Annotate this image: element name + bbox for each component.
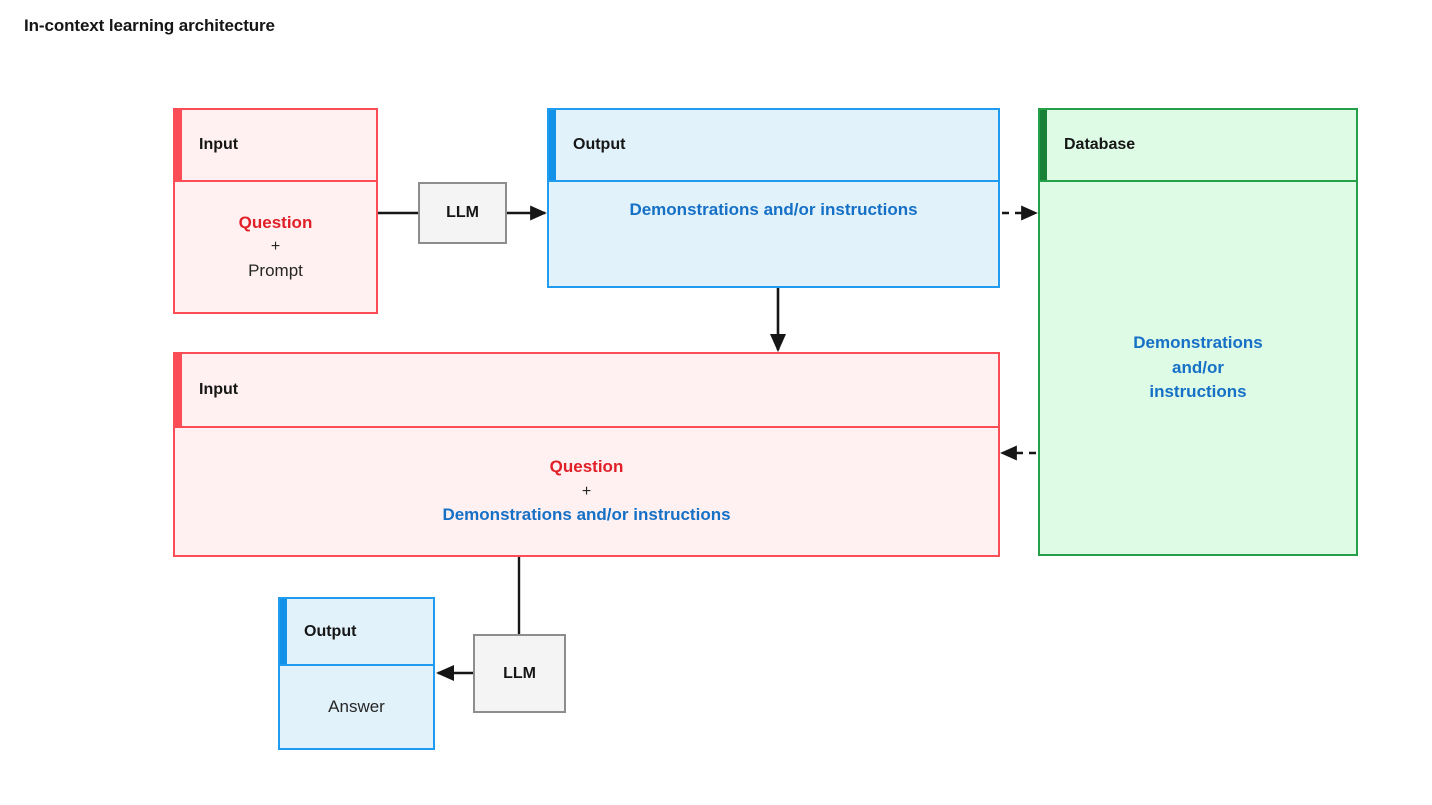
page-title: In-context learning architecture: [24, 16, 275, 35]
node-llm-top: LLM: [418, 182, 507, 244]
red-accent-bar: [175, 110, 182, 180]
node-input-top-body: Question + Prompt: [175, 182, 376, 312]
node-output-top-title: Output: [573, 136, 626, 153]
node-database-title: Database: [1064, 136, 1136, 153]
input-bottom-line-plus: +: [581, 482, 592, 500]
node-output-bottom-header: Output: [280, 599, 433, 666]
node-output-bottom-title: Output: [304, 622, 357, 640]
database-line-2: and/or: [1172, 357, 1224, 377]
node-input-bottom-header: Input: [175, 354, 998, 428]
input-bottom-line-demos: Demonstrations and/or instructions: [442, 505, 731, 525]
blue-accent-bar: [549, 110, 556, 180]
blue-accent-bar: [280, 599, 287, 664]
red-accent-bar: [175, 354, 182, 426]
node-output-top-header: Output: [549, 110, 998, 182]
database-line-3: instructions: [1149, 382, 1247, 402]
node-input-bottom: Input Question + Demonstrations and/or i…: [173, 352, 1000, 557]
node-input-top-header: Input: [175, 110, 376, 182]
node-output-top-body: Demonstrations and/or instructions: [549, 182, 998, 286]
output-top-line-demos: Demonstrations and/or instructions: [629, 200, 918, 219]
node-database-header: Database: [1040, 110, 1356, 182]
node-llm-top-label: LLM: [446, 204, 479, 221]
node-database: Database Demonstrations and/or instructi…: [1038, 108, 1358, 556]
node-input-bottom-title: Input: [199, 381, 239, 398]
input-top-line-plus: +: [270, 238, 281, 256]
database-line-1: Demonstrations: [1133, 333, 1263, 353]
node-input-top: Input Question + Prompt: [173, 108, 378, 314]
input-bottom-line-question: Question: [549, 457, 624, 477]
output-bottom-line-answer: Answer: [328, 696, 385, 716]
node-input-top-title: Input: [199, 136, 239, 153]
green-accent-bar: [1040, 110, 1047, 180]
node-output-top: Output Demonstrations and/or instruction…: [547, 108, 1000, 288]
node-input-bottom-body: Question + Demonstrations and/or instruc…: [175, 428, 998, 555]
node-output-bottom-body: Answer: [280, 666, 433, 748]
input-top-line-question: Question: [238, 212, 313, 232]
node-llm-bottom: LLM: [473, 634, 566, 713]
node-output-bottom: Output Answer: [278, 597, 435, 750]
input-top-line-prompt: Prompt: [248, 260, 303, 280]
node-database-body: Demonstrations and/or instructions: [1040, 182, 1356, 554]
node-llm-bottom-label: LLM: [503, 664, 536, 682]
